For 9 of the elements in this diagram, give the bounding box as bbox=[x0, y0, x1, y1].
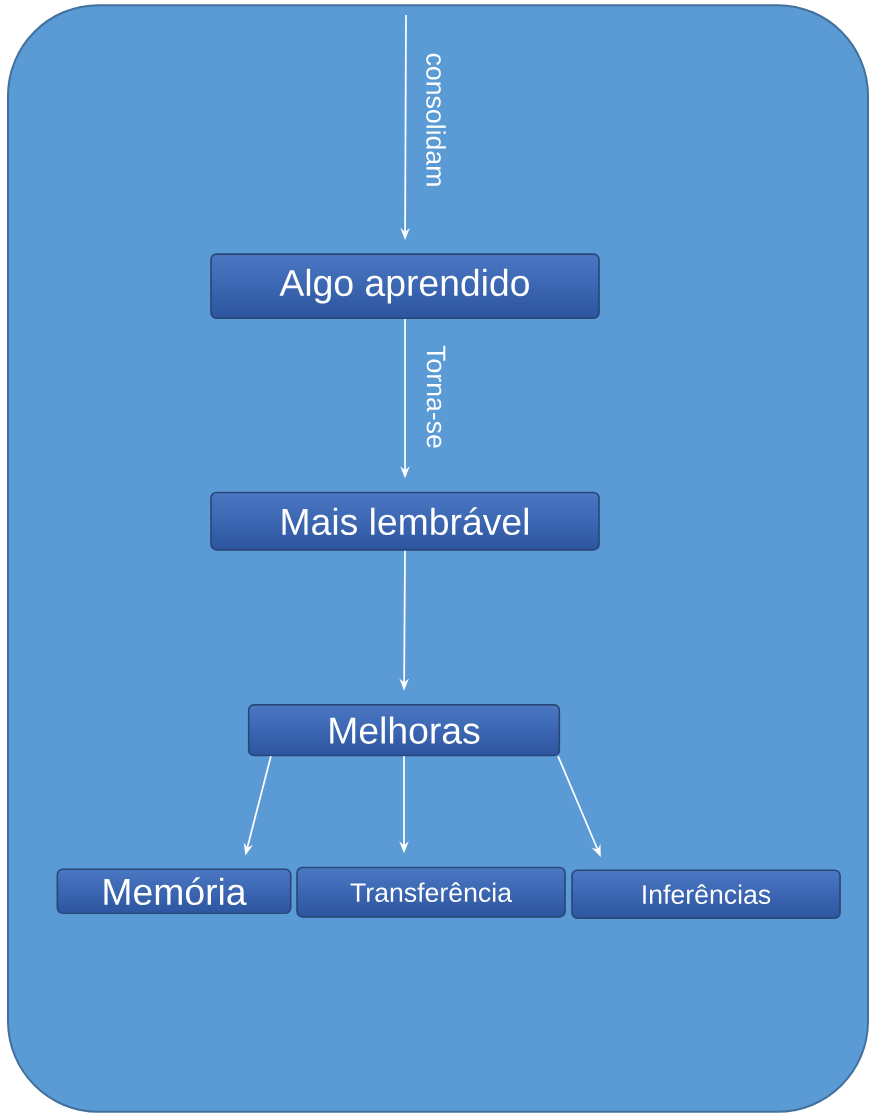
process-box: Transferência bbox=[296, 866, 566, 918]
process-box: Memória bbox=[56, 868, 292, 914]
process-box: Inferências bbox=[571, 869, 841, 919]
edge-label: consolidam bbox=[426, 53, 446, 186]
process-box: Mais lembrável bbox=[210, 491, 600, 551]
edge-label: Torna-se bbox=[426, 345, 446, 448]
process-box: Algo aprendido bbox=[210, 253, 600, 319]
panel-background bbox=[7, 4, 869, 1113]
process-box: Melhoras bbox=[247, 704, 561, 757]
